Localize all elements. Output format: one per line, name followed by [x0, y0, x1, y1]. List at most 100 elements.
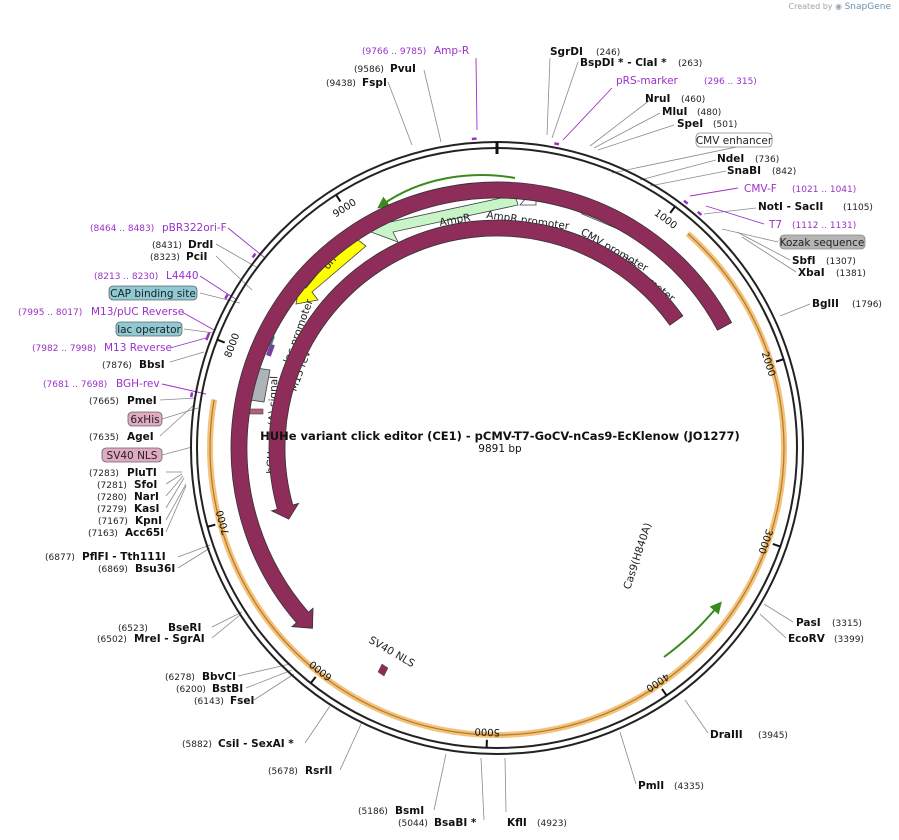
snapgene-credit: Created by ◉ SnapGene [789, 2, 892, 12]
cmv-enhancer-box[interactable]: CMV enhancer [695, 132, 773, 148]
cap-binding-site-box[interactable]: CAP binding site [108, 285, 198, 301]
enzyme-pflfi-tth111i[interactable]: PflFI - Tth111I(6877) [45, 551, 166, 563]
enzyme-pmli[interactable]: PmlI(4335) [638, 780, 704, 792]
tick-mark [772, 543, 781, 548]
enzyme-pasi[interactable]: PasI(3315) [796, 617, 862, 629]
enzyme-pos: (6278) [165, 673, 195, 683]
enzyme-fspi[interactable]: FspI(9438) [326, 77, 387, 89]
enzyme-pos: (5882) [182, 740, 212, 750]
enzyme-pos: (7635) [89, 433, 119, 443]
primer-l4440[interactable]: (8213 .. 8230)L4440 [94, 270, 199, 282]
lac-operator-box[interactable]: lac operator [115, 321, 183, 337]
enzyme-rsrii[interactable]: RsrII (5678) [268, 765, 332, 777]
enzyme-name: RsrII [305, 765, 332, 777]
enzyme-mlui[interactable]: MluI (480) [662, 106, 721, 118]
enzyme-spei[interactable]: SpeI(501) [677, 118, 737, 130]
kozak-sequence-box[interactable]: Kozak sequence [779, 234, 866, 250]
enzyme-bspdi-clai[interactable]: BspDI * - ClaI *(263) [580, 57, 702, 69]
enzyme-name: FseI [230, 695, 254, 707]
enzyme-nari[interactable]: NarI(7280) [97, 491, 159, 503]
enzyme-fsei[interactable]: FseI(6143) [194, 695, 254, 707]
sv40-nls-box[interactable]: SV40 NLS [101, 447, 163, 463]
primer-name: M13 Reverse [104, 342, 172, 354]
primer-pbr322ori-f[interactable]: (8464 .. 8483) pBR322ori-F [90, 222, 227, 234]
enzyme-draiii[interactable]: DraIII(3945) [710, 729, 788, 741]
enzyme-name: SfoI [134, 479, 157, 491]
enzyme-name: MluI [662, 106, 687, 118]
orf-highlight [207, 231, 787, 738]
enzyme-pos: (3945) [758, 731, 788, 741]
primer-name: pBR322ori-F [162, 222, 227, 234]
primer-range: (1112 .. 1131) [792, 221, 856, 231]
enzyme-name: PmlI [638, 780, 664, 792]
enzyme-pos: (6502) [97, 635, 127, 645]
primer-mark [224, 294, 229, 300]
cmv-enhancer-label: CMV enhancer [696, 135, 773, 147]
enzyme-pos: (7283) [89, 469, 119, 479]
primer-mark [251, 252, 257, 259]
enzyme-bbsi[interactable]: BbsI(7876) [102, 359, 165, 371]
credit-prefix: Created by [788, 2, 833, 11]
enzyme-name: KpnI [135, 515, 162, 527]
enzyme-pvui[interactable]: PvuI(9586) [354, 63, 416, 75]
snapgene-logo-icon: ◉ [835, 2, 843, 11]
enzyme-name: BbsI [139, 359, 165, 371]
enzyme-bseri[interactable]: BseRI(6523) [118, 622, 201, 634]
orf-highlight-band [207, 231, 787, 738]
enzyme-pmei[interactable]: PmeI(7665) [89, 395, 157, 407]
enzyme-sgrdi[interactable]: SgrDI(246) [550, 46, 620, 58]
enzyme-bstbi[interactable]: BstBI(6200) [176, 683, 243, 695]
primer-amp-r[interactable]: (9766 .. 9785)Amp-R [362, 45, 469, 57]
enzyme-pos: (480) [697, 108, 721, 118]
primer-bgh-rev[interactable]: (7681 .. 7698)BGH-rev [43, 378, 160, 390]
enzyme-pos: (842) [772, 167, 796, 177]
primer-mark [696, 210, 703, 216]
enzyme-bsabi[interactable]: BsaBI *(5044) [398, 817, 477, 829]
primer-m13-reverse[interactable]: (7982 .. 7998)M13 Reverse [32, 342, 172, 354]
enzyme-pos: (7665) [89, 397, 119, 407]
enzyme-kpni[interactable]: KpnI(7167) [98, 515, 162, 527]
tick-label: 3000 [755, 527, 774, 555]
enzyme-pos: (7280) [97, 493, 127, 503]
enzyme-ndei[interactable]: NdeI(736) [717, 153, 779, 165]
plasmid-title: HUHe variant click editor (CE1) - pCMV-T… [260, 429, 740, 443]
enzyme-bsmi[interactable]: BsmI(5186) [358, 805, 424, 817]
primer-t7[interactable]: T7(1112 .. 1131) [768, 219, 856, 231]
enzyme-pluti[interactable]: PluTI(7283) [89, 467, 157, 479]
enzyme-bglii[interactable]: BglII(1796) [812, 298, 882, 310]
enzyme-acc65i[interactable]: Acc65I(7163) [88, 527, 164, 539]
enzyme-pos: (1796) [852, 300, 882, 310]
enzyme-name: PciI [186, 251, 207, 263]
6xhis-box[interactable]: 6xHis [127, 411, 163, 427]
enzyme-nrui[interactable]: NruI(460) [645, 93, 705, 105]
enzyme-name: AgeI [127, 431, 154, 443]
enzyme-bsu36i[interactable]: Bsu36I(6869) [98, 563, 175, 575]
enzyme-kfli[interactable]: KflI(4923) [507, 817, 567, 829]
enzyme-mrei-sgrai[interactable]: MreI - SgrAI (6502) [97, 633, 205, 645]
enzyme-agei[interactable]: AgeI (7635) [89, 431, 154, 443]
primer-range: (8213 .. 8230) [94, 272, 158, 282]
enzyme-ecorv[interactable]: EcoRV(3399) [788, 633, 864, 645]
enzyme-pos: (8323) [150, 253, 180, 263]
enzyme-pos: (263) [678, 59, 702, 69]
primer-prs-marker[interactable]: pRS-marker(296 .. 315) [616, 75, 757, 87]
enzyme-pos: (5678) [268, 767, 298, 777]
enzyme-csii-sexai[interactable]: CsiI - SexAI *(5882) [182, 738, 294, 750]
enzyme-name: MreI - SgrAI [134, 633, 205, 645]
enzyme-drdi[interactable]: DrdI(8431) [152, 239, 213, 251]
primer-cmv-f[interactable]: CMV-F(1021 .. 1041) [744, 183, 856, 195]
enzyme-sbfi[interactable]: SbfI(1307) [792, 255, 856, 267]
cas9-direction-arrow [663, 601, 722, 658]
primer-m13-puc-reverse[interactable]: (7995 .. 8017)M13/pUC Reverse [18, 306, 184, 318]
cap-binding-site-label: CAP binding site [110, 288, 196, 300]
enzyme-pos: (3315) [832, 619, 862, 629]
primer-range: (8464 .. 8483) [90, 224, 154, 234]
enzyme-snabi[interactable]: SnaBI(842) [727, 165, 796, 177]
enzyme-noti-sacii[interactable]: NotI - SacII(1105) [758, 201, 873, 213]
enzyme-xbai[interactable]: XbaI(1381) [798, 267, 866, 279]
enzyme-sfoi[interactable]: SfoI(7281) [97, 479, 157, 491]
enzyme-pos: (7163) [88, 529, 118, 539]
enzyme-bbvci[interactable]: BbvCI(6278) [165, 671, 236, 683]
enzyme-pcii[interactable]: PciI (8323) [150, 251, 207, 263]
enzyme-kasi[interactable]: KasI(7279) [97, 503, 159, 515]
